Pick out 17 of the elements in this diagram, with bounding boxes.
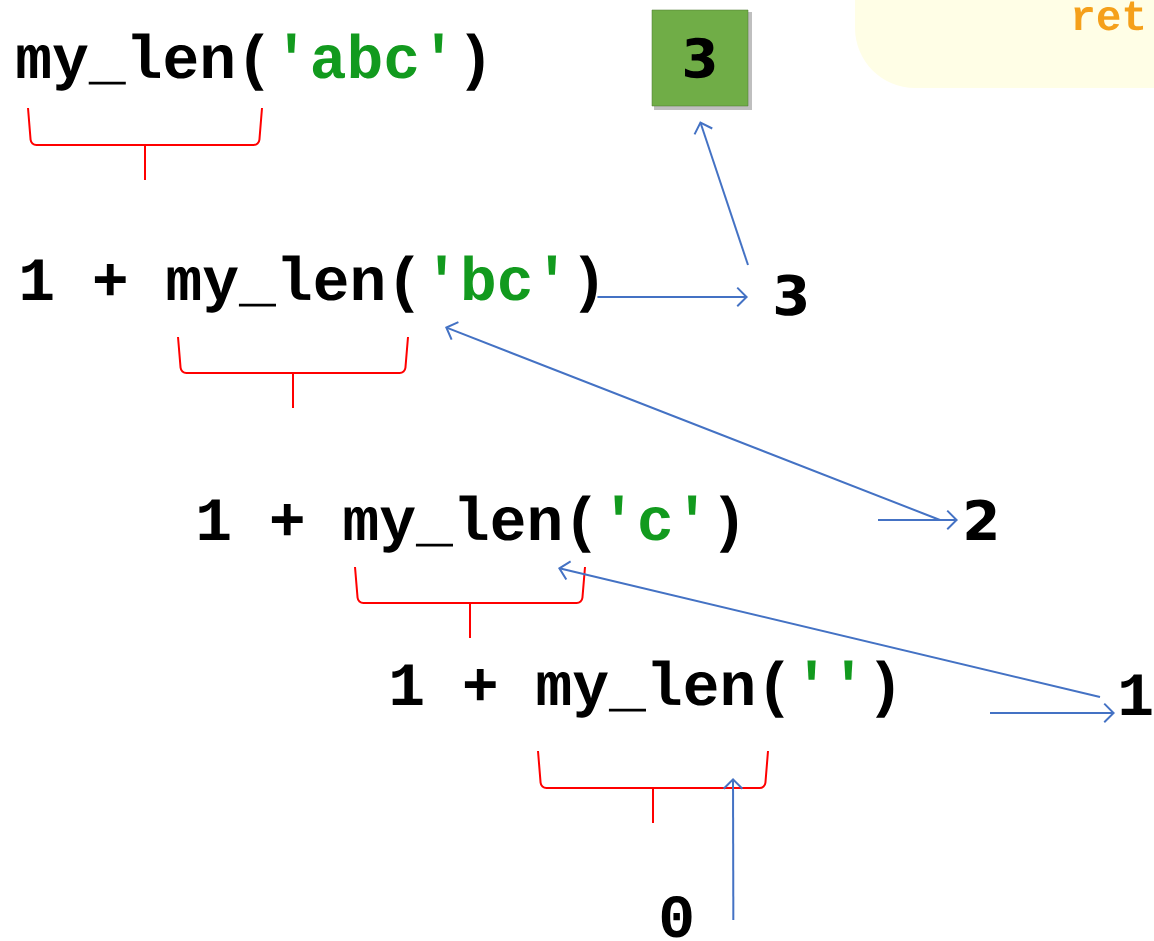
code-text: 1 + my_len( 'bc' ) [22,255,597,313]
arrow [722,778,744,921]
result-number: 0 [661,895,692,938]
arrow [877,509,958,531]
arrow [558,560,1101,698]
note-box: ret [855,0,1154,88]
code-text: my_len( 'abc' ) [17,33,484,91]
result-number: 2 [966,499,996,540]
result-number: 1 [1121,674,1152,715]
arrow [445,321,941,521]
result-box: 3 [651,9,752,110]
code-text: 1 + my_len( 'c' ) [199,495,738,553]
arrow [596,286,748,308]
result-number: 3 [775,274,806,316]
code-text: 1 + my_len( '' ) [392,660,894,718]
arrow [693,121,749,266]
arrow [989,702,1115,724]
